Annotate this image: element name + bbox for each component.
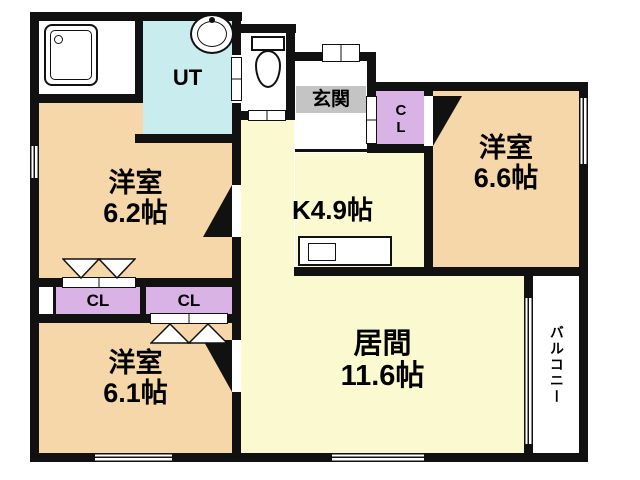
label-closet-left: CL <box>86 291 110 310</box>
room-kitchen-a <box>241 120 294 276</box>
wall <box>135 12 143 103</box>
wall <box>240 24 296 33</box>
window <box>95 453 172 462</box>
room-west-6_6 <box>433 91 579 267</box>
closet-fold-mark <box>62 258 136 279</box>
room-name: 居間 <box>353 328 412 360</box>
kitchen-counter-icon <box>298 236 392 266</box>
wall <box>135 134 240 143</box>
wall <box>232 12 241 462</box>
window <box>30 146 39 178</box>
room-size: 6.6帖 <box>473 163 539 194</box>
window <box>332 453 424 462</box>
label-utility: UT <box>172 65 203 90</box>
entrance-step-line <box>295 149 367 152</box>
utility-door <box>231 57 242 101</box>
closet-left <box>56 287 140 314</box>
closet-entry <box>376 91 424 144</box>
room-name: 洋室 <box>108 348 163 378</box>
wall <box>286 24 295 120</box>
label-balcony: バルコニー <box>548 325 565 405</box>
room-size: 11.6帖 <box>340 360 425 393</box>
wall <box>30 453 588 462</box>
label-closet-right: CL <box>177 291 201 310</box>
bathtub-icon <box>44 24 98 86</box>
door-gap <box>232 185 241 237</box>
wall <box>53 287 56 314</box>
label-kitchen: K4.9帖 <box>292 195 373 225</box>
wall <box>30 12 39 462</box>
wall <box>286 52 326 61</box>
wall <box>294 267 588 276</box>
window <box>579 98 588 164</box>
label-west-6_6: 洋室 6.6帖 <box>433 133 579 193</box>
balcony-sliding-door <box>524 298 533 444</box>
door-gap <box>424 96 433 146</box>
room-name: 洋室 <box>479 133 533 163</box>
closet-fold-mark <box>150 323 228 344</box>
room-balcony <box>533 276 579 453</box>
label-closet-entry: CL <box>392 102 410 136</box>
wall <box>367 82 588 91</box>
wall <box>30 94 143 103</box>
wall <box>424 82 433 276</box>
door-gap <box>232 340 241 392</box>
toilet-door <box>248 110 286 121</box>
room-name: 洋室 <box>108 168 163 198</box>
label-west-6_2: 洋室 6.2帖 <box>39 168 232 228</box>
closet-entry-door <box>366 96 377 144</box>
wall <box>30 314 241 323</box>
front-door <box>322 44 360 62</box>
wall <box>140 287 146 314</box>
room-west-6_1 <box>39 323 232 453</box>
closet-right <box>146 287 232 314</box>
wall <box>367 144 433 153</box>
closet-left-door <box>62 277 136 288</box>
room-size: 6.2帖 <box>103 198 168 229</box>
room-living <box>241 276 524 453</box>
washbasin-icon <box>190 14 234 54</box>
wall <box>356 52 376 61</box>
label-living: 居間 11.6帖 <box>241 328 524 393</box>
label-entrance: 玄関 <box>296 86 366 113</box>
label-west-6_1: 洋室 6.1帖 <box>39 348 232 408</box>
closet-right-door <box>150 313 228 324</box>
room-size: 6.1帖 <box>103 378 168 409</box>
